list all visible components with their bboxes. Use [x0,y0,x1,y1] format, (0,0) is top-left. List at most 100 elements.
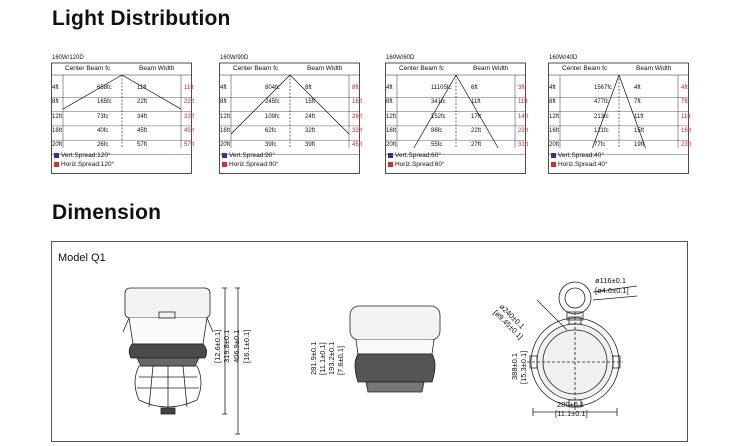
panel-model-label: 160W/120D [52,55,84,61]
row-center-fc: 477fc [594,99,609,106]
header-beam-width: Beam Width [139,65,175,72]
row-center-fc: 40fc [97,127,109,134]
row-center-fc: 55fc [431,142,443,149]
row-center-fc: 121fc [594,127,609,134]
panel-model-label: 160W/40D [549,55,578,61]
row-center-fc: 213fc [594,113,609,120]
header-center-beam: Center Beam fc [233,65,279,72]
row-beam-width-horiz: 7ft [681,99,688,106]
row-distance: 16ft [549,127,560,134]
row-beam-width-horiz: 33ft [352,127,363,134]
row-center-fc: 62fc [265,127,277,134]
row-distance: 8ft [220,99,227,106]
row-beam-width-horiz: 26ft [352,113,363,120]
row-beam-width-vert: 15ft [634,127,645,134]
row-distance: 4ft [386,85,393,91]
row-distance: 4ft [52,85,59,91]
row-beam-width-horiz: 23ft [518,127,529,134]
side-view-drawing [349,305,441,393]
row-distance: 8ft [386,99,393,106]
row-distance: 12ft [549,113,560,120]
panel-model-label: 160W/60D [386,55,415,61]
row-center-fc: 152fc [431,113,446,120]
row-beam-width-vert: 6ft [471,85,478,91]
row-center-fc: 245fc [265,99,280,106]
row-beam-width-vert: 8ft [305,85,312,91]
header-center-beam: Center Beam fc [562,65,608,72]
row-beam-width-horiz: 11ft [518,99,528,106]
legend-swatch-vert [551,152,556,158]
row-beam-width-vert: 11ft [137,85,147,91]
distribution-panel: 160W/60D Center Beam fc Beam Width 4ft 11105… [385,55,529,174]
row-beam-width-vert: 4ft [634,85,641,91]
front-height-1-in: [12.6±0.1] [213,329,222,363]
row-center-fc: 1567fc [594,85,613,91]
row-beam-width-horiz: 14ft [518,113,529,120]
row-beam-width-horiz: 23ft [681,142,692,149]
row-distance: 12ft [220,113,231,120]
row-center-fc: 804fc [265,85,280,91]
top-diameter-1: ø116±0.1 [595,276,627,285]
row-beam-width-horiz: 45ft [184,127,195,134]
header-beam-width: Beam Width [473,65,509,72]
row-distance: 20ft [549,142,560,149]
row-distance: 20ft [52,142,63,149]
row-beam-width-horiz: 57ft [184,142,195,149]
row-beam-width-vert: 11ft [634,113,644,120]
legend-horiz: Horiz.Spread:120° [54,161,114,168]
legend-swatch-horiz [551,161,556,167]
row-distance: 12ft [52,113,63,120]
legend-vert: Vert.Spread:40° [551,152,604,159]
row-beam-width-horiz: 3ft [518,85,525,91]
legend-swatch-vert [388,152,393,158]
row-beam-width-vert: 15ft [305,99,316,106]
row-beam-width-vert: 32ft [305,127,316,134]
row-beam-width-horiz: 33ft [184,113,195,120]
distribution-grid [51,62,192,174]
row-beam-width-vert: 17ft [471,113,482,120]
legend-horiz: Horiz.Spread:40° [551,161,608,168]
top-diameter-1-in: [ø4.6±0.1] [595,286,629,295]
top-height-in: [15.3±0.1] [519,350,528,384]
distribution-panel: 160W/40D Center Beam fc Beam Width 4ft 1567f… [548,55,692,174]
dimension-drawing-box: Model Q1 [12.6±0.1] 319.8±0.1 406.9±0.1 … [51,241,688,442]
legend-horiz: Horiz.Spread:60° [388,161,445,168]
legend-vert: Vert.Spread:60° [388,152,441,159]
row-beam-width-vert: 22ft [137,99,148,106]
row-center-fc: 165fc [97,99,112,106]
row-center-fc: 11105fc [431,85,452,91]
dimension-title: Dimension [52,201,162,224]
row-distance: 4ft [220,85,227,91]
row-distance: 20ft [220,142,231,149]
header-beam-width: Beam Width [636,65,672,72]
row-distance: 8ft [549,99,556,106]
row-beam-width-vert: 57ft [137,142,148,149]
front-height-1: 319.8±0.1 [222,329,231,363]
row-beam-width-horiz: 4ft [681,85,688,91]
panel-model-label: 160W/90D [220,55,249,61]
row-beam-width-vert: 45ft [137,127,148,134]
row-beam-width-horiz: 11ft [681,113,691,120]
row-center-fc: 109fc [265,113,280,120]
row-distance: 16ft [220,127,231,134]
legend-swatch-horiz [54,161,59,167]
top-width: 280±0.1 [557,400,585,409]
legend-vert: Vert.Spread:120° [54,152,111,159]
row-beam-width-horiz: 8ft [352,85,359,91]
front-view-drawing [122,287,240,435]
side-height-1-in: [11.1±0.1] [318,342,327,375]
row-distance: 20ft [386,142,397,149]
row-beam-width-vert: 39ft [305,142,316,149]
legend-vert: Vert.Spread:90° [222,152,275,159]
row-beam-width-vert: 27ft [471,142,482,149]
distribution-grid [385,62,526,174]
header-center-beam: Center Beam fc [399,65,445,72]
row-center-fc: 341fc [431,99,446,106]
row-beam-width-vert: 22ft [471,127,482,134]
row-distance: 4ft [549,85,556,91]
top-width-in: [11.1±0.1] [555,409,588,418]
row-distance: 12ft [386,113,397,120]
row-beam-width-horiz: 31ft [518,142,529,149]
